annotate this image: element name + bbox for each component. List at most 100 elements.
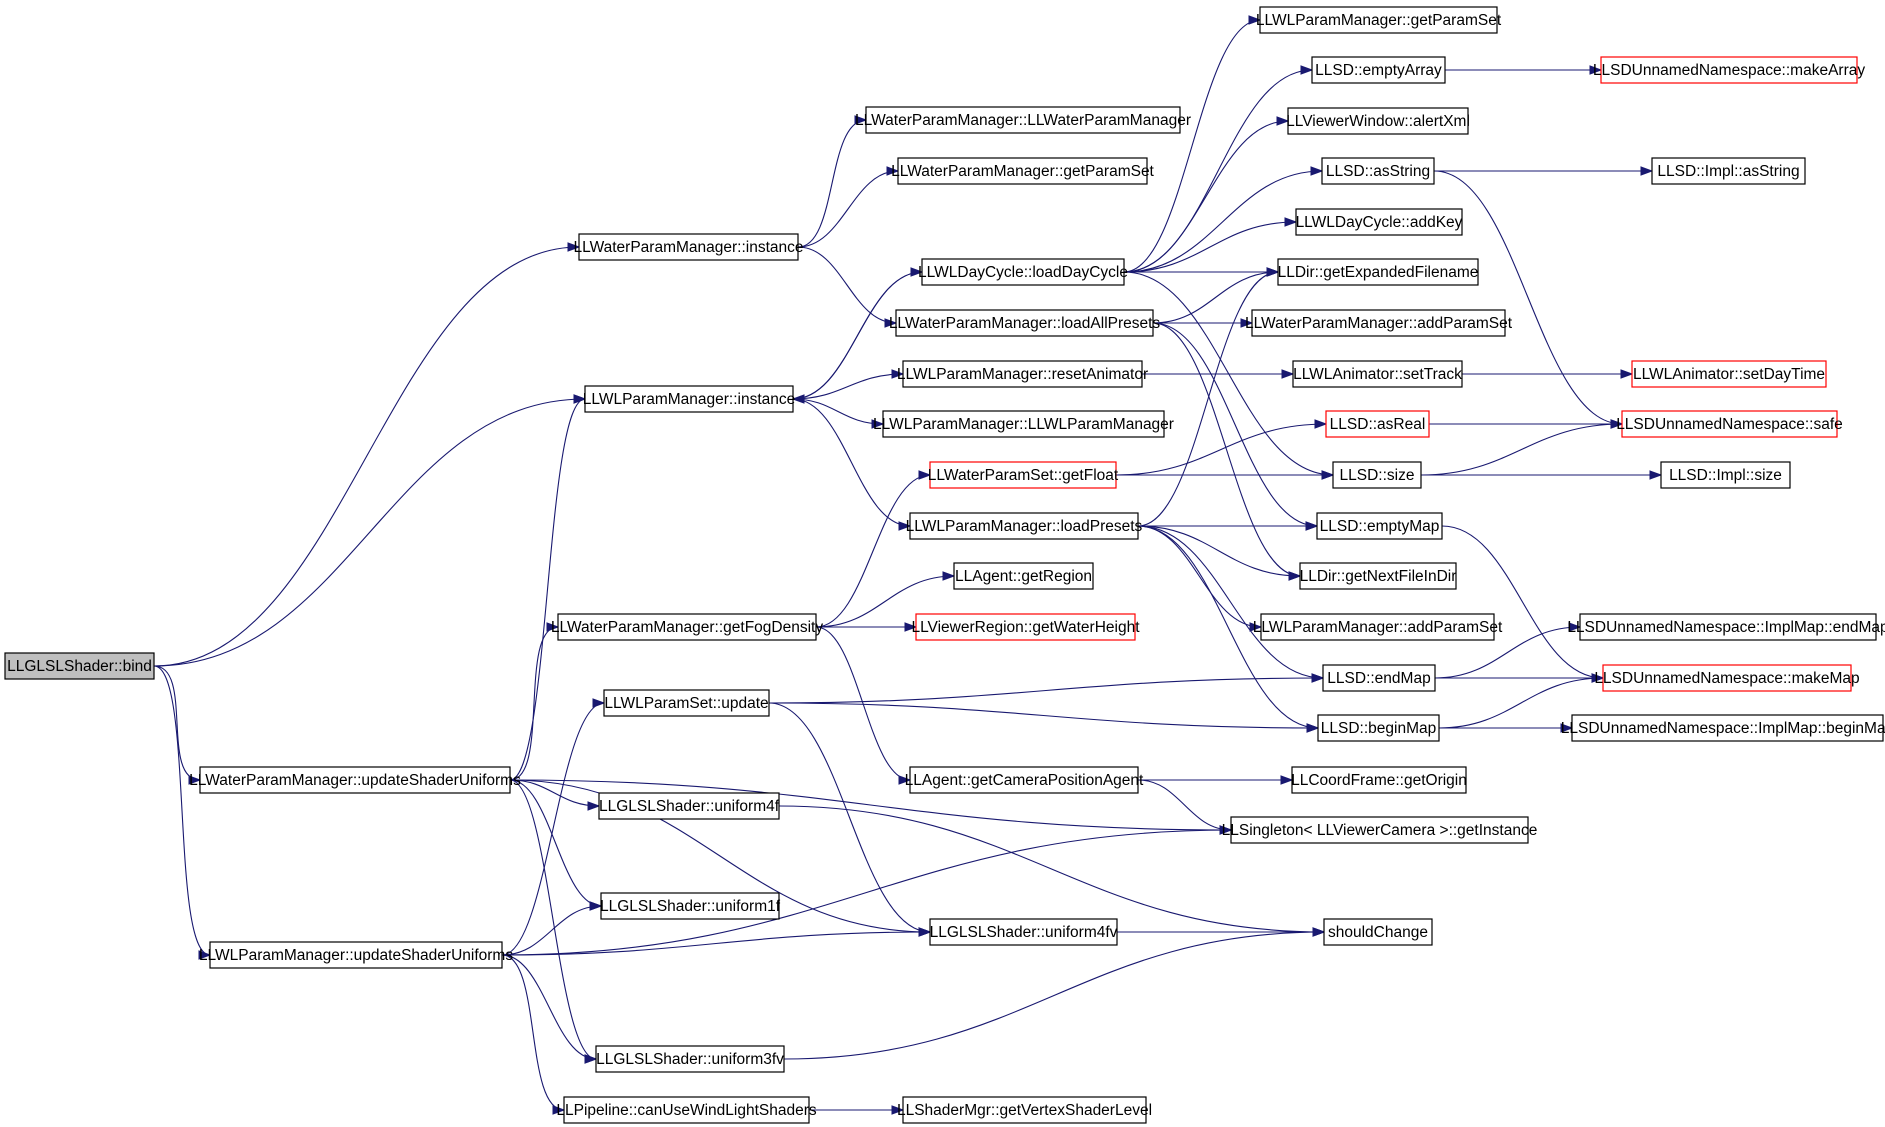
- edge-wlpm-loadpresets-to-dir-nextfile: [1137, 525, 1301, 577]
- node-box: [557, 613, 817, 641]
- edge-wpm-inst-to-wpm-ctor: [797, 119, 867, 248]
- graph-node-implmap-endmap[interactable]: LLSDUnnamedNamespace::ImplMap::endMap: [1567, 613, 1885, 641]
- graph-node-unnamed-makemap[interactable]: LLSDUnnamedNamespace::makeMap: [1594, 664, 1860, 692]
- node-box: [1277, 258, 1479, 286]
- edge-llsd-size-to-unnamed-safe: [1420, 423, 1623, 476]
- arrowhead-icon: [1314, 419, 1328, 429]
- arrowhead-icon: [1300, 65, 1314, 75]
- graph-node-wps-getfloat[interactable]: LLWaterParamSet::getFloat: [928, 461, 1119, 489]
- graph-node-implmap-beginmap[interactable]: LLSDUnnamedNamespace::ImplMap::beginMap: [1561, 714, 1885, 742]
- edge-wlpm-loadpresets-to-llsd-endmap: [1137, 525, 1324, 679]
- node-label: LLWaterParamManager::getFogDensity: [551, 619, 823, 636]
- node-label: LLDir::getExpandedFilename: [1278, 264, 1479, 281]
- node-box: [929, 918, 1118, 946]
- arrowhead-icon: [1620, 369, 1634, 379]
- graph-node-wpm-loadall[interactable]: LLWaterParamManager::loadAllPresets: [889, 309, 1161, 337]
- edge-agent-campos-to-singleton-cam: [1137, 779, 1232, 831]
- edge-wlpm-loadpresets-to-llsd-beginmap: [1137, 525, 1319, 729]
- graph-node-wpm-upd[interactable]: LLWaterParamManager::updateShaderUniform…: [189, 766, 521, 794]
- graph-node-sh-u4fv[interactable]: LLGLSLShader::uniform4fv: [929, 918, 1118, 946]
- graph-node-dir-nextfile[interactable]: LLDir::getNextFileInDir: [1299, 562, 1457, 590]
- arrowhead-icon: [1248, 15, 1262, 25]
- edge-wpm-upd-to-singleton-cam: [509, 779, 1232, 831]
- node-box: [909, 766, 1139, 794]
- graph-node-wlanim-setdaytime[interactable]: LLWLAnimator::setDayTime: [1631, 360, 1827, 388]
- node-box: [1230, 816, 1529, 844]
- edge-wpm-fog-to-agent-campos: [815, 626, 911, 781]
- graph-node-wlpm-ctor[interactable]: LLWLParamManager::LLWLParamManager: [873, 410, 1174, 438]
- graph-node-llsd-asreal[interactable]: LLSD::asReal: [1325, 410, 1430, 438]
- node-box: [1325, 410, 1430, 438]
- graph-node-wpm-addps[interactable]: LLWaterParamManager::addParamSet: [1245, 309, 1513, 337]
- graph-node-wlanim-settrack[interactable]: LLWLAnimator::setTrack: [1292, 360, 1463, 388]
- graph-node-llsd-emptyarray[interactable]: LLSD::emptyArray: [1311, 56, 1446, 84]
- node-label: LLGLSLShader::uniform4f: [599, 798, 780, 815]
- node-box: [603, 689, 770, 717]
- arrowhead-icon: [1305, 521, 1319, 531]
- edge-wlday-load-to-wlpm-inst: [792, 271, 923, 400]
- arrowhead-icon: [188, 775, 202, 785]
- edge-llsd-endmap-to-implmap-endmap: [1434, 626, 1581, 679]
- node-box: [1571, 714, 1884, 742]
- graph-node-singleton-cam[interactable]: LLSingleton< LLViewerCamera >::getInstan…: [1222, 816, 1538, 844]
- arrowhead-icon: [546, 622, 560, 632]
- graph-node-vr-waterheight[interactable]: LLViewerRegion::getWaterHeight: [911, 613, 1140, 641]
- graph-node-wlpm-gps[interactable]: LLWLParamManager::getParamSet: [1256, 6, 1502, 34]
- graph-node-agent-campos[interactable]: LLAgent::getCameraPositionAgent: [905, 766, 1144, 794]
- graph-node-unnamed-makearray[interactable]: LLSDUnnamedNamespace::makeArray: [1593, 56, 1865, 84]
- graph-node-llsd-emptymap[interactable]: LLSD::emptyMap: [1316, 512, 1443, 540]
- graph-node-wpm-inst[interactable]: LLWaterParamManager::instance: [573, 233, 804, 261]
- graph-node-wlpm-loadpresets[interactable]: LLWLParamManager::loadPresets: [906, 512, 1143, 540]
- graph-node-wlday-load[interactable]: LLWLDayCycle::loadDayCycle: [918, 258, 1128, 286]
- node-box: [595, 1045, 785, 1073]
- graph-node-wlpm-addps[interactable]: LLWLParamManager::addParamSet: [1253, 613, 1503, 641]
- edge-wlpm-loadpresets-to-dir-expanded: [1137, 271, 1279, 527]
- node-label: LLShaderMgr::getVertexShaderLevel: [897, 1102, 1152, 1119]
- arrowhead-icon: [1311, 673, 1325, 683]
- graph-node-wlps-update[interactable]: LLWLParamSet::update: [603, 689, 770, 717]
- edge-wpm-upd-to-wlpm-inst: [509, 398, 586, 781]
- node-box: [1287, 107, 1469, 135]
- graph-node-wlpm-reset[interactable]: LLWLParamManager::resetAnimator: [897, 360, 1148, 388]
- node-box: [1660, 461, 1791, 489]
- node-label: LLWLAnimator::setTrack: [1293, 366, 1462, 383]
- edge-wpm-loadall-to-dir-nextfile: [1152, 322, 1301, 577]
- graph-node-sh-u4f[interactable]: LLGLSLShader::uniform4f: [598, 792, 780, 820]
- node-label: LLWLParamManager::getParamSet: [1256, 12, 1502, 29]
- graph-node-bind[interactable]: LLGLSLShader::bind: [4, 652, 155, 680]
- graph-node-sh-u3fv[interactable]: LLGLSLShader::uniform3fv: [595, 1045, 785, 1073]
- arrowhead-icon: [871, 419, 885, 429]
- graph-node-wpm-fog[interactable]: LLWaterParamManager::getFogDensity: [551, 613, 823, 641]
- node-label: LLPipeline::canUseWindLightShaders: [556, 1102, 816, 1119]
- graph-node-wlday-addkey[interactable]: LLWLDayCycle::addKey: [1295, 208, 1463, 236]
- graph-node-pipe-canuse[interactable]: LLPipeline::canUseWindLightShaders: [556, 1096, 817, 1124]
- graph-node-wpm-gps[interactable]: LLWaterParamManager::getParamSet: [891, 157, 1155, 185]
- graph-node-wlpm-inst[interactable]: LLWLParamManager::instance: [583, 385, 796, 413]
- node-label: LLWLParamManager::addParamSet: [1253, 619, 1503, 636]
- arrowhead-icon: [587, 801, 601, 811]
- graph-node-unnamed-safe[interactable]: LLSDUnnamedNamespace::safe: [1616, 410, 1843, 438]
- graph-node-coord-origin[interactable]: LLCoordFrame::getOrigin: [1291, 766, 1467, 794]
- edge-wlps-update-to-sh-u4fv: [768, 702, 931, 933]
- node-box: [199, 766, 511, 794]
- node-label: LLSDUnnamedNamespace::ImplMap::endMap: [1567, 619, 1885, 636]
- graph-node-agent-getregion[interactable]: LLAgent::getRegion: [953, 562, 1094, 590]
- graph-node-llsd-asstring[interactable]: LLSD::asString: [1321, 157, 1435, 185]
- graph-node-wpm-ctor[interactable]: LLWaterParamManager::LLWaterParamManager: [855, 106, 1191, 134]
- node-box: [563, 1096, 810, 1124]
- graph-node-llsd-endmap[interactable]: LLSD::endMap: [1322, 664, 1436, 692]
- arrowhead-icon: [573, 394, 587, 404]
- graph-node-vw-alertxml[interactable]: LLViewerWindow::alertXml: [1286, 107, 1470, 135]
- graph-node-llsd-size[interactable]: LLSD::size: [1332, 461, 1422, 489]
- edge-wlday-load-to-vw-alertxml: [1123, 120, 1289, 273]
- graph-node-shmgr-vsl[interactable]: LLShaderMgr::getVertexShaderLevel: [897, 1096, 1152, 1124]
- arrowhead-icon: [942, 571, 956, 581]
- graph-node-llsd-beginmap[interactable]: LLSD::beginMap: [1317, 714, 1440, 742]
- node-box: [584, 385, 794, 413]
- graph-node-impl-size[interactable]: LLSD::Impl::size: [1660, 461, 1791, 489]
- graph-node-shouldchange[interactable]: shouldChange: [1323, 918, 1433, 946]
- graph-node-impl-asstring[interactable]: LLSD::Impl::asString: [1651, 157, 1806, 185]
- graph-node-sh-u1f[interactable]: LLGLSLShader::uniform1f: [600, 892, 781, 920]
- graph-node-wlpm-upd[interactable]: LLWLParamManager::updateShaderUniforms: [199, 941, 513, 969]
- graph-node-dir-expanded[interactable]: LLDir::getExpandedFilename: [1277, 258, 1479, 286]
